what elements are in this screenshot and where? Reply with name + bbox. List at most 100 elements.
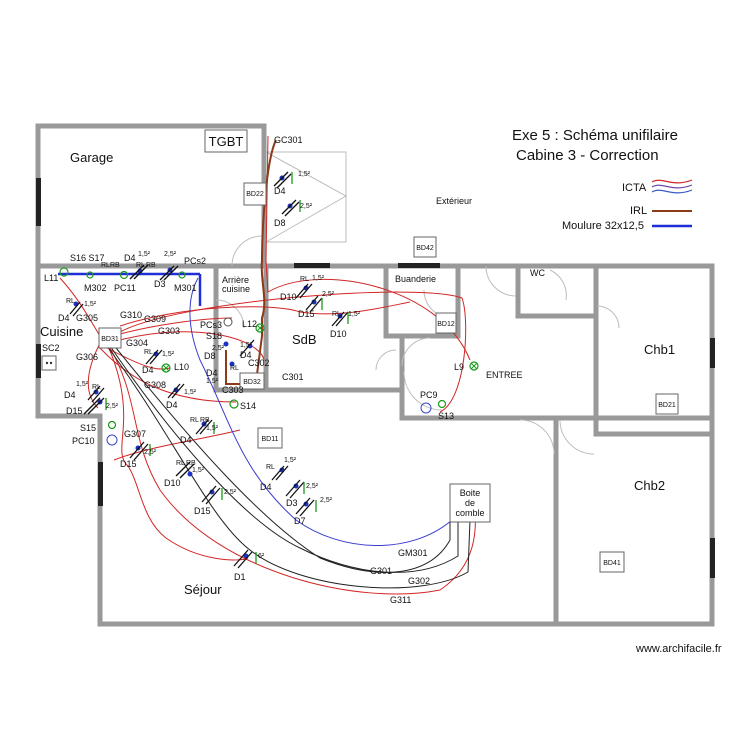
room-cuisine: Cuisine: [40, 324, 83, 339]
label-sect-garage-2: 2,5²: [300, 203, 313, 210]
label-pc10: PC10: [72, 436, 95, 446]
label-d15-kitchen: D15: [66, 406, 83, 416]
legend-moulure-label: Moulure 32x12,5: [562, 220, 644, 232]
circuit-labels: GC301 D4 1,5² D8 2,5² S16 S17 L11 M302 P…: [42, 135, 464, 605]
bd21-box: [655, 393, 679, 415]
label-rb-1: RB: [110, 262, 120, 269]
label-pcs3: PCs3: [200, 320, 222, 330]
title-block: Exe 5 : Schéma unifilaire Cabine 3 - Cor…: [512, 127, 678, 164]
boite-label-1: Boite: [460, 488, 481, 498]
label-d4-arriere: D4: [206, 368, 218, 378]
footer-credit: www.archifacile.fr: [635, 643, 722, 655]
label-d15-sdb: D15: [298, 309, 315, 319]
label-rl-4: RL: [144, 349, 153, 356]
label-d10-sdb-1: D10: [280, 292, 297, 302]
label-sect-sdb-1: 1,5²: [312, 275, 325, 282]
label-s16-s17: S16 S17: [70, 253, 105, 263]
bd11-label: BD11: [262, 436, 279, 443]
bd22-box: [243, 182, 267, 206]
label-sect-arriere-2: 1,5²: [206, 378, 219, 385]
label-sect-garage-1: 1,5²: [298, 171, 311, 178]
label-rl-5: RL: [92, 384, 101, 391]
bd31-box: [98, 327, 122, 349]
label-d4-kitchen-top: D4: [124, 253, 136, 263]
label-gm301: GM301: [398, 548, 428, 558]
bd12-label: BD12: [437, 321, 455, 328]
label-sect-sejour-2: 1,5²: [206, 425, 219, 432]
label-m302: M302: [84, 283, 107, 293]
symbols: [59, 171, 479, 569]
label-sect-sejour-1: 2,5²: [144, 449, 157, 456]
label-gc301: GC301: [274, 135, 303, 145]
bd41-label: BD41: [603, 560, 621, 567]
label-d4-arriere-2: D4: [240, 350, 252, 360]
black-cables: [103, 337, 471, 589]
room-garage: Garage: [70, 150, 113, 165]
label-rl-10: RL: [300, 276, 309, 283]
label-sect-kitchen-5: 1,5²: [184, 389, 197, 396]
label-l9: L9: [454, 362, 464, 372]
room-labels: Garage Cuisine Arrière cuisine SdB Buand…: [40, 150, 675, 597]
label-sect-kitchen-6: 1,5²: [76, 381, 89, 388]
bd42-box: [413, 236, 437, 258]
label-d3-sejour: D3: [286, 498, 298, 508]
label-pc9: PC9: [420, 390, 438, 400]
label-rl-11: RL: [332, 311, 341, 318]
windows: [36, 178, 715, 578]
tgbt-label: TGBT: [209, 134, 244, 149]
room-buanderie: Buanderie: [395, 274, 436, 284]
label-sect-kitchen-1: 1,5²: [138, 251, 151, 258]
label-g309: G309: [144, 314, 166, 324]
bd21-label: BD21: [658, 402, 676, 409]
bd42-label: BD42: [416, 245, 434, 252]
label-sc2: SC2: [42, 343, 60, 353]
legend-icta-label: ICTA: [622, 182, 647, 194]
room-chb2: Chb2: [634, 478, 665, 493]
bd31-label: BD31: [101, 336, 119, 343]
label-d4-sejour-1: D4: [180, 435, 192, 445]
legend: ICTA IRL Moulure 32x12,5: [562, 179, 693, 232]
label-d4-kitchen-left: D4: [58, 313, 70, 323]
room-chb1: Chb1: [644, 342, 675, 357]
room-arriere-2: cuisine: [222, 284, 250, 294]
label-rb-4: RB: [186, 460, 196, 467]
room-entree: ENTREE: [486, 370, 523, 380]
room-arriere: Arrière: [222, 275, 249, 285]
label-g310: G310: [120, 310, 142, 320]
label-sect-kitchen-2: 2,5²: [164, 251, 177, 258]
label-d4-kitchen-mid: D4: [142, 365, 154, 375]
label-c301: C301: [282, 372, 304, 382]
label-sect-arriere-1: 2,5²: [212, 345, 225, 352]
label-sect-sdb-3: 1,5²: [348, 311, 361, 318]
bd11-box: [257, 427, 283, 449]
label-d10-sejour: D10: [164, 478, 181, 488]
label-rl-8: RL: [266, 464, 275, 471]
label-rb-3: RB: [200, 417, 210, 424]
label-pc11: PC11: [114, 283, 136, 293]
label-l11: L11: [44, 273, 58, 283]
label-d4-sejour-2: D4: [260, 482, 272, 492]
label-rl-1: RL: [101, 262, 110, 269]
label-sect-kitchen-7: 2,5²: [106, 403, 119, 410]
label-sect-kitchen-3: 1,5²: [84, 301, 97, 308]
label-rl-9: RL: [230, 365, 239, 372]
label-l12: L12: [242, 319, 257, 329]
label-g301: G301: [370, 566, 392, 576]
label-s14: S14: [240, 401, 256, 411]
title-line-2: Cabine 3 - Correction: [516, 147, 659, 164]
label-d3-kitchen: D3: [154, 279, 166, 289]
bd12-box: [435, 312, 457, 334]
boite-label-2: de: [465, 498, 475, 508]
label-g302: G302: [408, 576, 430, 586]
label-rb-2: RB: [146, 262, 156, 269]
boite-label-3: comble: [455, 508, 484, 518]
legend-irl-label: IRL: [630, 205, 647, 217]
label-sect-sdb-2: 2,5²: [322, 291, 335, 298]
label-sect-sejour-4: 2,5²: [224, 489, 237, 496]
label-d4-kitchen-west: D4: [64, 390, 76, 400]
label-s18: S18: [206, 331, 222, 341]
room-sdb: SdB: [292, 332, 317, 347]
title-line-1: Exe 5 : Schéma unifilaire: [512, 127, 678, 144]
label-d10-sdb-2: D10: [330, 329, 347, 339]
label-d7: D7: [294, 516, 306, 526]
